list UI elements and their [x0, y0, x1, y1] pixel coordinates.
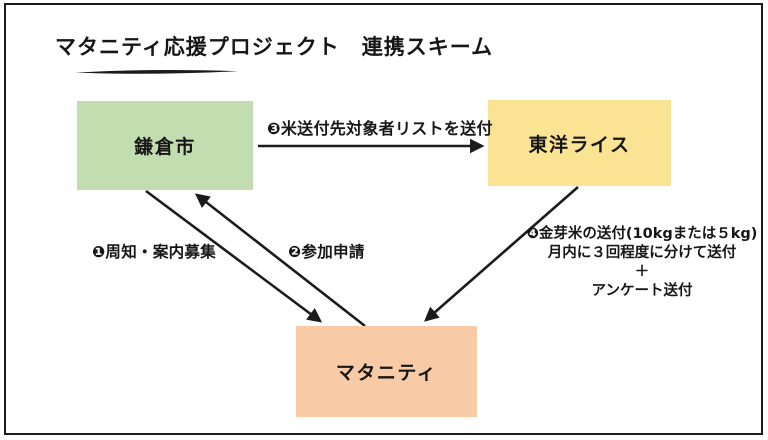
node-kamakura-label: 鎌倉市	[134, 136, 196, 158]
send-rice-line-2: 月内に３回程度に分けて送付	[547, 245, 737, 261]
arrow-label-notice: ❶周知・案内募集	[92, 243, 217, 261]
node-maternity: マタニティ	[296, 326, 477, 417]
arrow-label-send-rice: ❹金芽米の送付(10kgまたは５kg) 月内に３回程度に分けて送付 ＋ アンケー…	[510, 225, 768, 301]
node-kamakura-city: 鎌倉市	[77, 101, 253, 190]
node-maternity-label: マタニティ	[335, 362, 438, 384]
node-toyo-rice: 東洋ライス	[488, 100, 671, 186]
title-underline	[75, 69, 238, 74]
arrow-kamakura-to-maternity	[145, 189, 323, 323]
node-toyo-label: 東洋ライス	[528, 133, 631, 156]
arrow-maternity-to-kamakura	[194, 193, 366, 328]
send-rice-line-4: アンケート送付	[591, 283, 693, 299]
arrow-toyo-to-maternity	[424, 186, 579, 322]
diagram-title: マタニティ応援プロジェクト 連携スキーム	[55, 35, 494, 59]
send-rice-line-1: ❹金芽米の送付(10kgまたは５kg)	[526, 226, 758, 242]
send-rice-line-3: ＋	[634, 264, 650, 280]
arrow-label-apply: ❷参加申請	[288, 243, 365, 261]
arrow-label-send-list: ❸米送付先対象者リストを送付	[267, 119, 493, 138]
